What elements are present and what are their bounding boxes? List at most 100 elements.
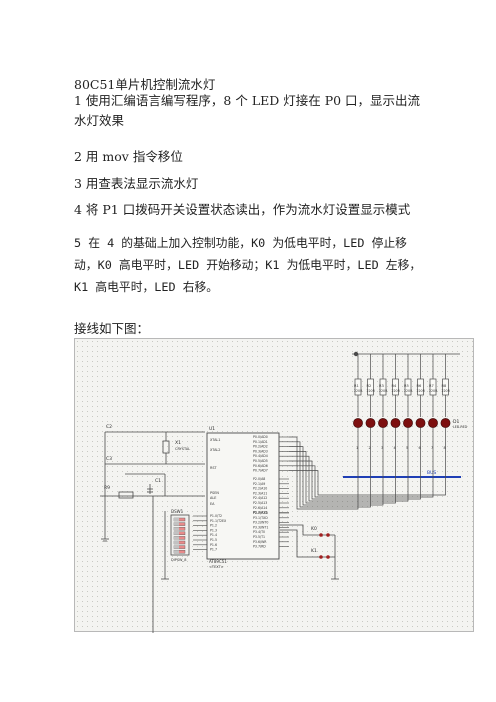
led-D5 (403, 418, 413, 428)
mcu-pin: P0.3/AD3 (253, 449, 268, 453)
led-D2 (365, 418, 376, 428)
led-pin-label: 2 (369, 446, 371, 450)
led-D3 (378, 418, 388, 428)
mcu-pin: P3.4/T0 (253, 530, 265, 534)
mcu-pin: EA (210, 502, 215, 506)
resistor-label: R5 (404, 384, 409, 388)
crystal-value: CRYSTAL (175, 447, 190, 451)
crystal-label: X1 (175, 440, 181, 446)
mcu-pin: P3.0/RXD (253, 511, 268, 515)
cap-c3-label: C3 (106, 456, 112, 462)
resistor-value: 220R (404, 389, 413, 393)
mcu-pin: P0.7/AD7 (253, 469, 268, 473)
resistor-value: 220R (392, 389, 401, 393)
requirement-2: 2 用 mov 指令移位 (74, 149, 183, 164)
mcu-pin: P3.1/TXD (253, 516, 268, 520)
mcu-pin: P2.4/A12 (253, 496, 267, 500)
mcu-pin: P3.7/RD (253, 545, 266, 549)
dip-knob (174, 545, 179, 549)
mcu-pin: P2.3/A11 (253, 491, 267, 495)
mcu-part: AT89C51 (209, 559, 227, 564)
bus-label: BUS (427, 470, 436, 476)
mcu-pin: P0.4/AD4 (253, 454, 268, 458)
dip-knob (174, 518, 179, 521)
p0-wire (289, 451, 446, 496)
mcu-pin: P2.5/A13 (253, 501, 267, 505)
resistor-value: 220R (442, 389, 451, 393)
led-D1 (353, 418, 363, 428)
mcu-chip (206, 432, 280, 560)
doc-title: 80C51单片机控制流水灯 (74, 77, 216, 92)
mcu-ref: U1 (209, 426, 215, 432)
led-pin-label: 7 (431, 446, 433, 450)
mcu-pin: PSEN (210, 491, 219, 495)
mcu-pin: P1.4 (210, 533, 217, 537)
mcu-footer: <TEXT> (209, 565, 224, 569)
resistor-row: R1220RR2220RR3220RR4220RR5220RR6220RR722… (354, 354, 451, 417)
mcu-pin: P2.2/A10 (253, 487, 267, 491)
mcu-pin: P1.2 (210, 524, 217, 528)
key-k0-contact-a (319, 533, 323, 537)
p0-wire (289, 451, 396, 504)
mcu-pin: P0.0/AD0 (253, 435, 268, 439)
led-pin-label: 1 (356, 446, 358, 450)
res-r9-label: R9 (104, 485, 110, 491)
key-k1-label: K1 (311, 548, 317, 554)
led-pin-label: 4 (394, 446, 396, 450)
mcu-pin: P1.3 (210, 528, 217, 532)
resistor-value: 220R (367, 389, 376, 393)
led-D7 (428, 418, 438, 428)
mcu-pin: P1.6 (210, 543, 217, 547)
mcu-pin: P0.6/AD6 (253, 464, 268, 468)
mcu-pin: XTAL2 (210, 448, 220, 452)
mcu-pin: P0.2/AD2 (253, 445, 268, 449)
key-k1-contact-b (326, 555, 330, 559)
led-D4 (390, 418, 401, 428)
dip-knob (174, 522, 179, 526)
mcu-pin: P1.0/T2 (210, 514, 222, 518)
p0-wire (289, 436, 359, 510)
resistor-value: 220R (379, 389, 388, 393)
resistor-value: 220R (417, 389, 426, 393)
dip-knob (174, 527, 179, 531)
dsw-label: DSW1 (171, 509, 184, 514)
led-pin-label: 5 (406, 446, 408, 450)
wiring-caption: 接线如下图： (74, 321, 150, 336)
dip-knob (174, 536, 179, 540)
cap-c2-label: C2 (106, 424, 112, 430)
p0-wire (289, 441, 371, 508)
dip-knob (174, 541, 179, 544)
mcu-pin: ALE (210, 496, 216, 500)
led-D8 (440, 418, 451, 428)
resistor-label: R4 (392, 384, 397, 388)
led-pin-label: 3 (381, 446, 383, 450)
resistor-label: R6 (417, 384, 422, 388)
resistor-label: R7 (429, 384, 434, 388)
mcu-pin: P2.6/A14 (253, 506, 267, 510)
p0-wire (289, 451, 421, 500)
mcu-pin: P2.7/A15 (253, 511, 267, 515)
key-k0-contact-b (326, 533, 330, 537)
key-k1-contact-a (319, 555, 323, 559)
mcu-pin: P3.6/WR (253, 540, 267, 544)
mcu-pin: RST (210, 466, 218, 470)
led-ref-label: D1 (453, 419, 459, 425)
resistor-label: R2 (367, 384, 372, 388)
p0-wire (289, 451, 409, 502)
mcu-pin: P3.5/T1 (253, 535, 265, 539)
requirement-1: 1 使用汇编语言编写程序，8 个 LED 灯接在 P0 口，显示出流水灯效果 (74, 93, 421, 128)
requirement-5: 5 在 4 的基础上加入控制功能，K0 为低电平时，LED 停止移动，K0 高电… (74, 236, 422, 294)
mcu-pin: P2.0/A8 (253, 477, 265, 481)
mcu-pin: P1.5 (210, 538, 217, 542)
resistor-label: R8 (442, 384, 447, 388)
schematic-drawing: R1220RR2220RR3220RR4220RR5220RR6220RR722… (100, 351, 468, 639)
led-type-label: LED-RED (453, 425, 468, 429)
dsw-value: DIPSW_8 (171, 558, 187, 562)
mcu-pin: P1.1/T2EX (210, 519, 227, 523)
led-D6 (415, 418, 426, 428)
mcu-pin: P3.2/INT0 (253, 521, 268, 525)
resistor-label: R1 (354, 384, 359, 388)
dip-switch (173, 517, 186, 554)
